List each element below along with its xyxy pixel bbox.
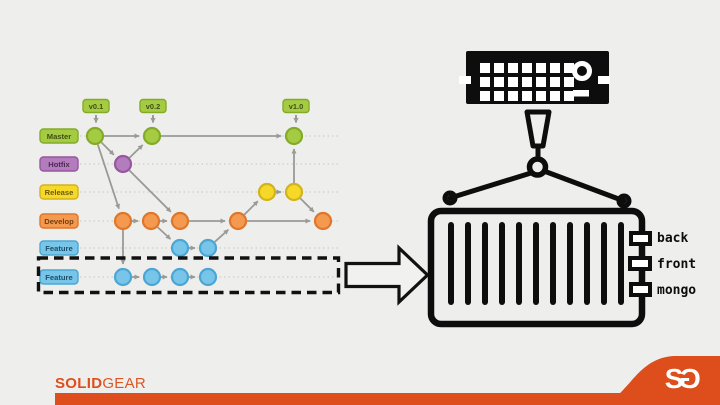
version-tag-v0.2: v0.2 [139,98,167,124]
branch-label-develop-3: Develop [39,213,79,229]
commit-node-master [284,126,304,146]
solidgear-logo: SOLIDGEAR [55,375,146,392]
commit-node-feature [170,267,190,287]
brand-bold-text: SOLID [55,375,103,392]
svg-text:Hotfix: Hotfix [48,160,70,169]
commit-node-feature [113,267,133,287]
commit-node-develop [228,211,248,231]
sg-logo-g-mirrored: G [681,363,702,394]
svg-text:Feature: Feature [45,244,72,253]
commit-edge [128,144,144,159]
svg-text:Feature: Feature [45,273,72,282]
commit-node-feature [198,238,218,258]
port-label-mongo: mongo [657,283,697,298]
commit-edge [299,197,315,213]
svg-text:v0.1: v0.1 [89,102,103,111]
commit-node-hotfix [113,154,133,174]
commit-edge [100,141,115,156]
commit-edge [128,169,172,213]
crane-panel-icon [459,51,610,104]
branch-label-release-2: Release [39,184,79,200]
svg-text:v0.2: v0.2 [146,102,160,111]
commit-node-develop [141,211,161,231]
branch-label-master-0: Master [39,128,79,144]
commit-node-feature [170,238,190,258]
port-front-icon [628,256,652,271]
commit-node-master [142,126,162,146]
transfer-arrow-icon [344,244,430,306]
commit-node-feature [142,267,162,287]
footer-accent-bar [55,393,720,405]
commit-node-master [85,126,105,146]
port-label-back: back [657,231,689,246]
version-tag-v0.1: v0.1 [82,98,110,124]
branch-label-feature-5: Feature [39,269,79,285]
sg-corner-logo: SG [646,357,720,405]
sg-logo-s: S [664,363,684,394]
crane-hook-icon [442,109,632,209]
brand-light-text: GEAR [102,375,147,392]
port-back-icon [629,231,652,246]
shipping-container-icon [427,207,652,328]
commit-node-develop [170,211,190,231]
svg-text:Develop: Develop [44,217,74,226]
commit-node-release [284,182,304,202]
version-tag-v1.0: v1.0 [282,98,310,124]
svg-text:v1.0: v1.0 [289,102,303,111]
feature-branch-highlight-box [36,256,341,295]
commit-edge [214,229,229,243]
commit-node-develop [113,211,133,231]
commit-edge [243,200,259,216]
port-label-front: front [657,257,697,272]
commit-edge [96,144,120,210]
commit-node-release [257,182,277,202]
branch-label-hotfix-1: Hotfix [39,156,79,172]
svg-text:Master: Master [47,132,72,141]
commit-node-feature [198,267,218,287]
commit-node-develop [313,211,333,231]
commit-edge [156,226,172,240]
port-mongo-icon [629,282,652,297]
corner-swoosh [598,356,720,405]
branch-label-feature-4: Feature [39,240,79,256]
svg-text:Release: Release [45,188,74,197]
